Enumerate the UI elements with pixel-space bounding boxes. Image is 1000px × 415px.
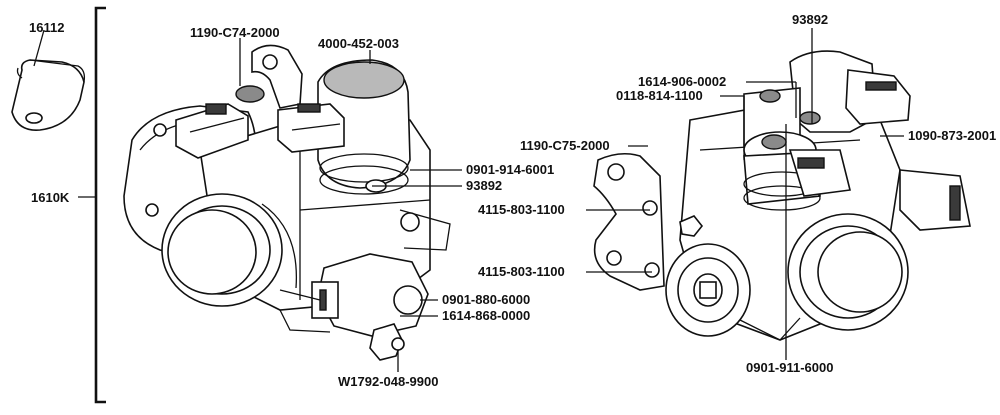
label-left-sensor: 1614-868-0000 [442,308,530,323]
label-left-screw-top: 1190-C74-2000 [190,25,280,40]
label-assembly: 1610K [31,190,70,205]
label-left-sensor-upper: 93892 [466,178,502,193]
part-labels: 16112 1610K 1190-C74-2000 4000-452-003 0… [29,12,996,389]
label-right-screw-1: 4115-803-1100 [478,202,565,217]
label-left-oring: 0901-914-6001 [466,162,554,177]
label-right-screw-2: 4115-803-1100 [478,264,565,279]
assembly-bracket [78,6,106,404]
label-right-bracket: 1190-C75-2000 [520,138,610,153]
label-left-motor: 4000-452-003 [318,36,399,51]
left-throttle-body-drawing [123,44,451,361]
label-right-cap: 0118-814-1100 [616,88,703,103]
label-left-bolt: W1792-048-9900 [338,374,438,389]
leader-lines [239,28,904,372]
label-right-pipe: 1614-906-0002 [638,74,726,89]
label-right-sensor-top: 93892 [792,12,828,27]
label-right-connector: 1090-873-2001 [908,128,996,143]
gasket-16112-drawing [11,29,86,131]
label-gasket: 16112 [29,20,64,35]
label-left-sensor-oring: 0901-880-6000 [442,292,530,307]
label-right-bottom: 0901-911-6000 [746,360,833,375]
